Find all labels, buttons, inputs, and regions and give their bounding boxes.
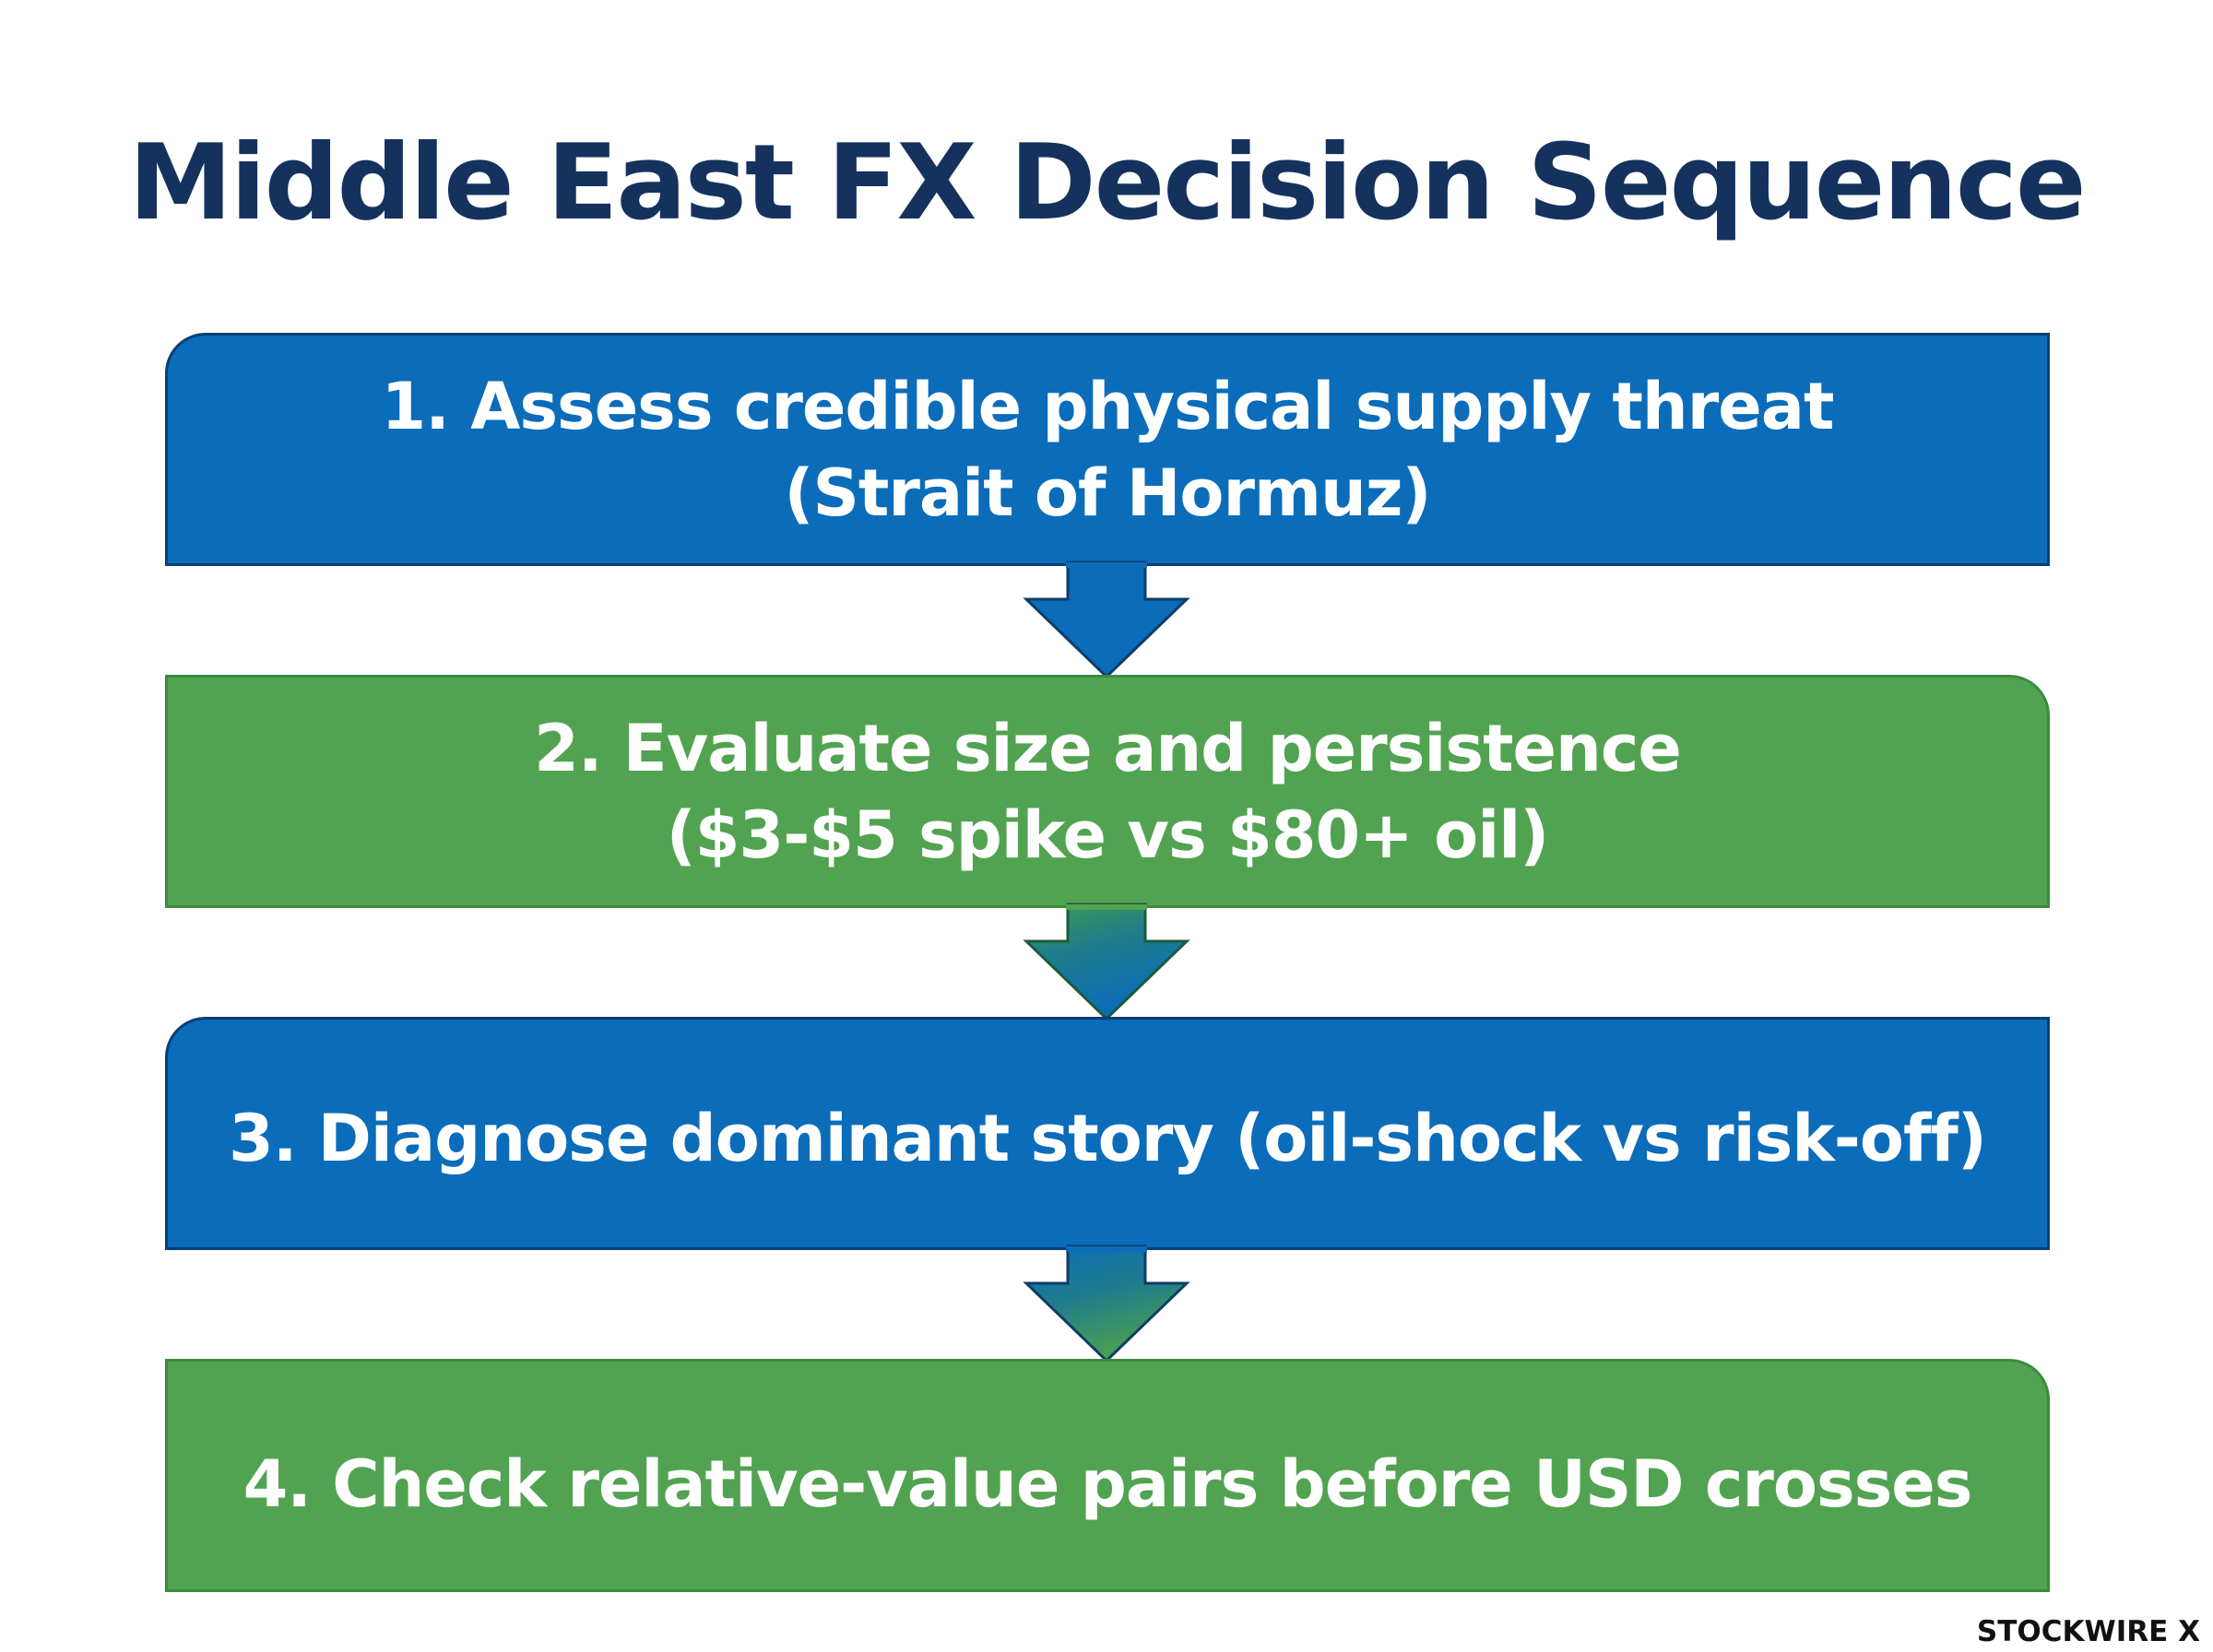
step-3-box: 3. Diagnose dominant story (oil-shock vs… bbox=[165, 1017, 2050, 1250]
step-1-line-2: (Strait of Hormuz) bbox=[784, 454, 1431, 531]
step-1-line-1: 1. Assess credible physical supply threa… bbox=[381, 368, 1835, 444]
brand-logo: STOCKWIRE X bbox=[1976, 1615, 2200, 1648]
down-arrow-icon-1 bbox=[1023, 560, 1190, 679]
step-4-line-1: 4. Check relative-value pairs before USD… bbox=[243, 1446, 1973, 1522]
step-2-box: 2. Evaluate size and persistence ($3-$5 … bbox=[165, 675, 2050, 908]
down-arrow-icon-2 bbox=[1023, 903, 1190, 1021]
step-1-box: 1. Assess credible physical supply threa… bbox=[165, 333, 2050, 566]
step-3-line-1: 3. Diagnose dominant story (oil-shock vs… bbox=[229, 1100, 1987, 1176]
step-2-line-1: 2. Evaluate size and persistence bbox=[534, 710, 1682, 786]
step-2-line-2: ($3-$5 spike vs $80+ oil) bbox=[666, 796, 1549, 873]
down-arrow-icon-3 bbox=[1023, 1245, 1190, 1363]
step-4-box: 4. Check relative-value pairs before USD… bbox=[165, 1359, 2050, 1592]
diagram-title: Middle East FX Decision Sequence bbox=[128, 122, 2086, 243]
